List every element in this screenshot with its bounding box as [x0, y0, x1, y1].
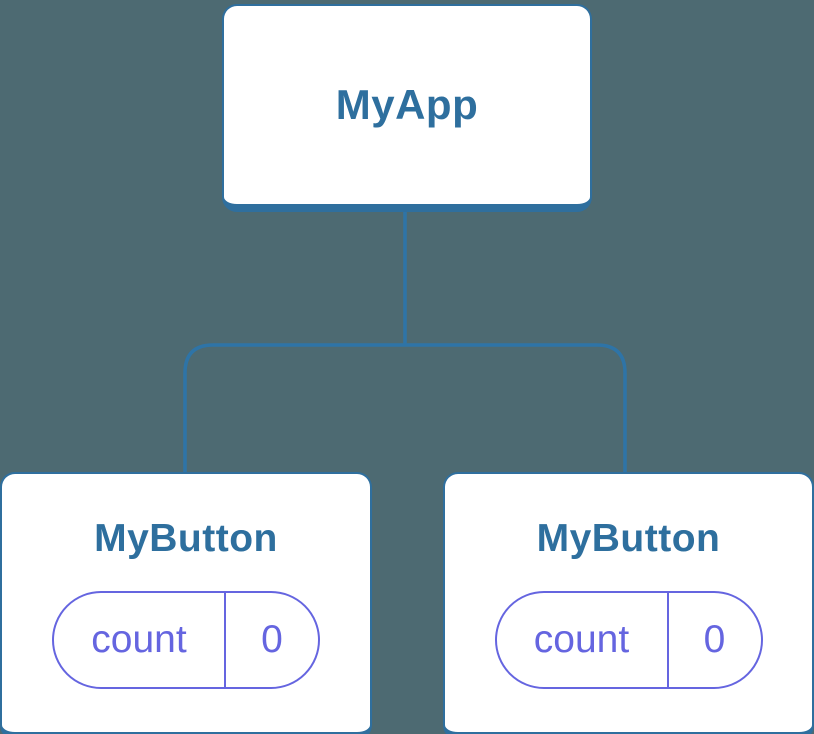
node-mybutton-right: MyButton count 0	[443, 472, 814, 734]
state-name: count	[533, 618, 630, 662]
state-name-cell: count	[497, 592, 669, 687]
connector-bracket	[183, 343, 627, 474]
state-name-cell: count	[54, 592, 226, 687]
node-myapp: MyApp	[222, 4, 592, 212]
state-pill: count 0	[494, 590, 763, 689]
node-label: MyApp	[335, 80, 479, 128]
node-label: MyButton	[536, 517, 721, 560]
node-mybutton-left: MyButton count 0	[0, 472, 372, 734]
node-label: MyButton	[94, 517, 278, 560]
state-pill: count 0	[52, 590, 320, 689]
state-name: count	[91, 618, 187, 662]
state-value: 0	[261, 618, 283, 662]
state-value-cell: 0	[669, 593, 761, 687]
state-value-cell: 0	[226, 593, 318, 687]
state-value: 0	[703, 618, 726, 662]
